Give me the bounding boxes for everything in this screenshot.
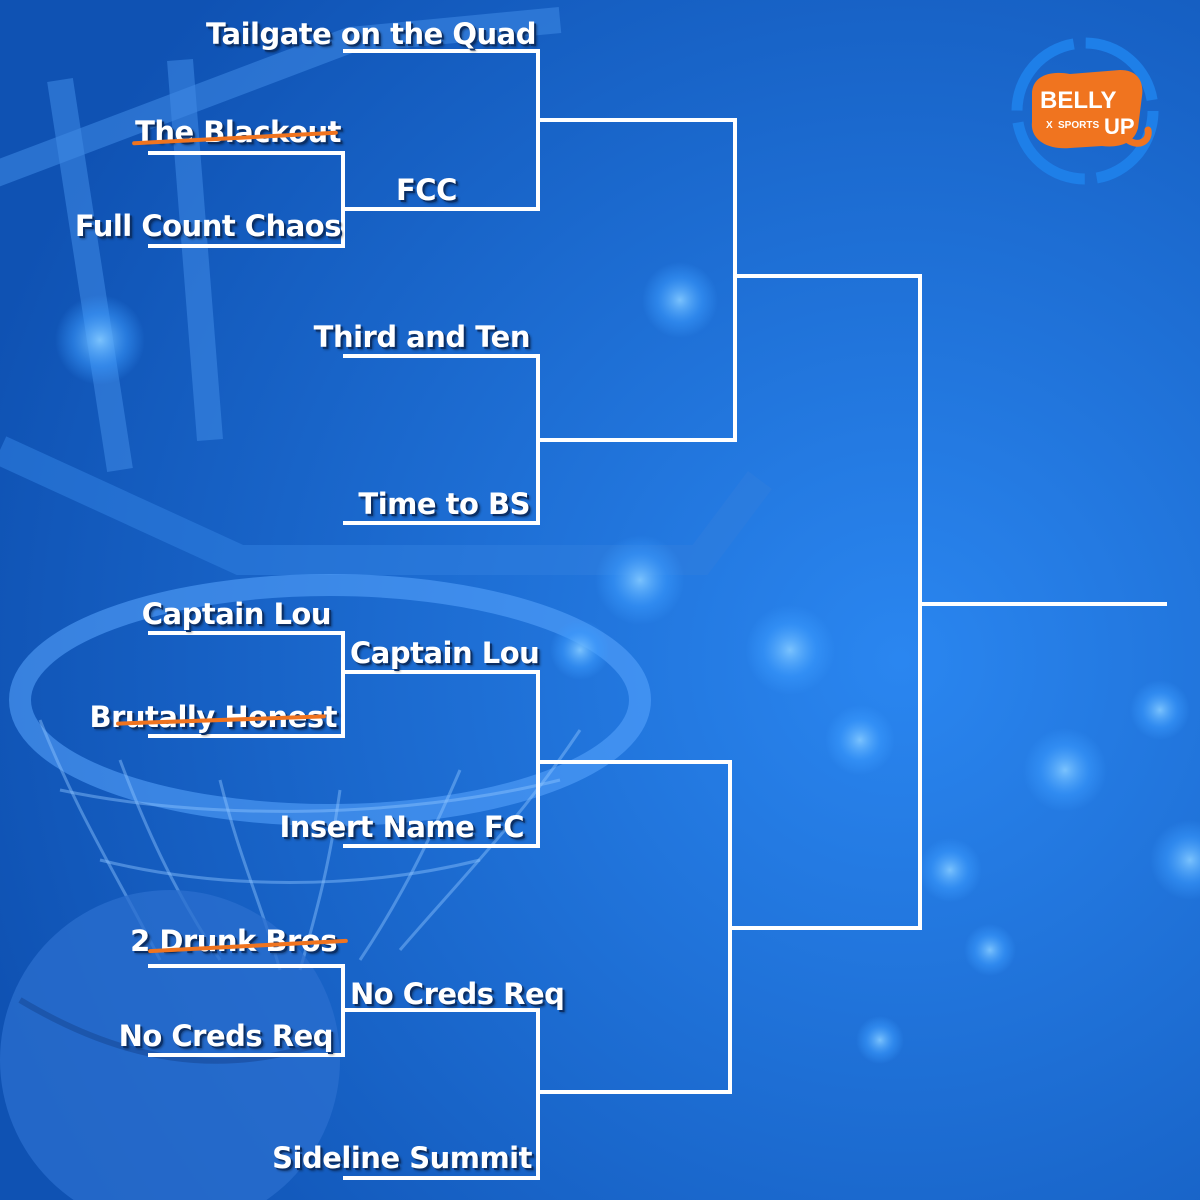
team-insert-name-fc: Insert Name FC xyxy=(279,810,524,844)
logo-text-belly: BELLY xyxy=(1040,87,1116,114)
team-sideline-summit: Sideline Summit xyxy=(272,1141,532,1175)
logo-text-up: UP xyxy=(1104,114,1135,139)
team-no-creds-req: No Creds Req xyxy=(118,1019,334,1053)
team-full-count-chaos: Full Count Chaos xyxy=(74,209,342,243)
winner-fcc: FCC xyxy=(396,173,457,207)
team-captain-lou: Captain Lou xyxy=(141,597,332,631)
team-time-to-bs: Time to BS xyxy=(358,487,530,521)
team-third-and-ten: Third and Ten xyxy=(313,320,531,354)
winner-no-creds-req: No Creds Req xyxy=(350,977,565,1011)
logo-text-sports: SPORTS xyxy=(1058,120,1099,131)
logo-text-x: X xyxy=(1046,120,1053,131)
team-tailgate-on-the-quad: Tailgate on the Quad xyxy=(205,17,537,51)
belly-up-sports-logo: BELLY X SPORTS UP xyxy=(1011,37,1159,185)
winner-captain-lou: Captain Lou xyxy=(350,636,540,670)
